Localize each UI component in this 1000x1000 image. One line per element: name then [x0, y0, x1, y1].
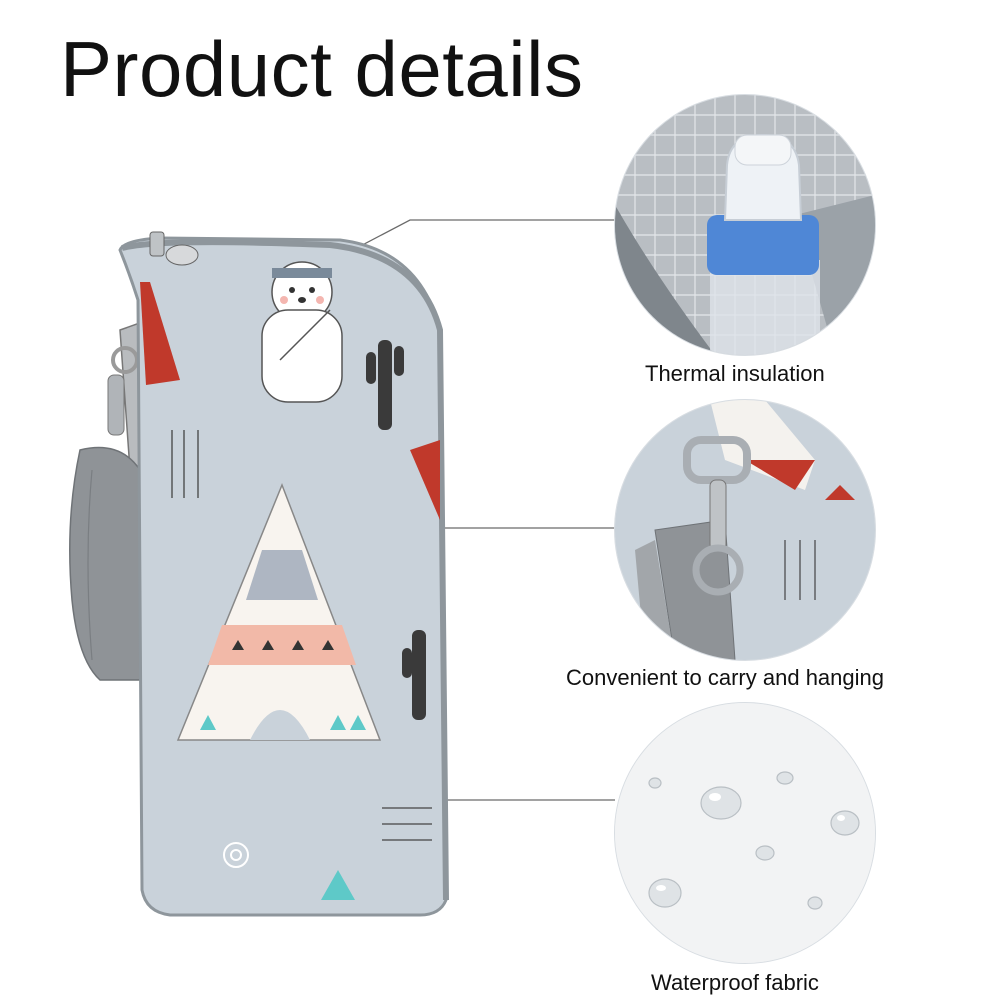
cactus-print [366, 340, 426, 720]
clip-strap-closeup-icon [615, 400, 875, 660]
feature-caption-thermal: Thermal insulation [645, 361, 825, 386]
water-droplets-closeup-icon [615, 703, 875, 963]
carry-hanging-closeup [615, 400, 875, 660]
teepee-print [176, 482, 382, 741]
page-title: Product details [60, 25, 584, 113]
waterproof-fabric-closeup [615, 703, 875, 963]
bottle-closeup-icon [615, 95, 875, 355]
feature-caption-waterproof: Waterproof fabric [651, 970, 819, 995]
thermal-insulation-closeup [615, 95, 875, 355]
strap [69, 318, 149, 681]
bear-print [261, 261, 343, 403]
feature-caption-carry: Convenient to carry and hanging [566, 665, 884, 690]
